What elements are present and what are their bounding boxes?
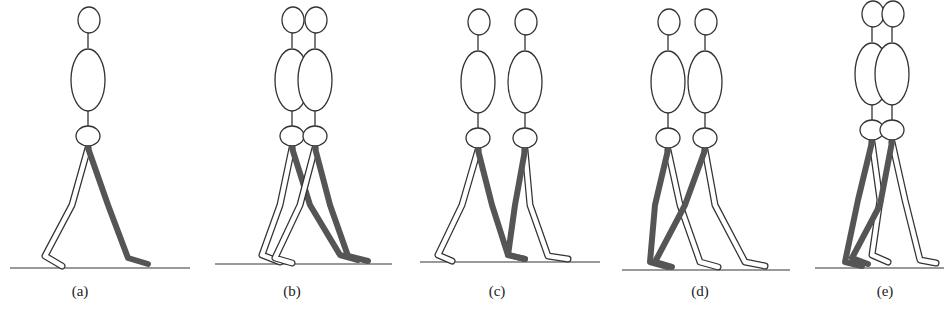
ground-line	[10, 267, 190, 269]
panel-label: (d)	[691, 283, 709, 300]
panel-label: (a)	[72, 283, 89, 300]
walker-figure	[438, 9, 525, 261]
walker-figure	[275, 7, 368, 263]
panel-label: (b)	[283, 283, 301, 300]
walker-figure	[262, 7, 358, 262]
ground-line	[215, 263, 392, 265]
walker-figure	[45, 7, 148, 266]
panel-label: (e)	[877, 283, 894, 300]
panel-label: (c)	[489, 283, 506, 300]
ground-line	[815, 267, 944, 269]
walker-figure	[508, 9, 568, 259]
walker-figure	[655, 9, 765, 267]
walker-figure	[852, 1, 936, 264]
